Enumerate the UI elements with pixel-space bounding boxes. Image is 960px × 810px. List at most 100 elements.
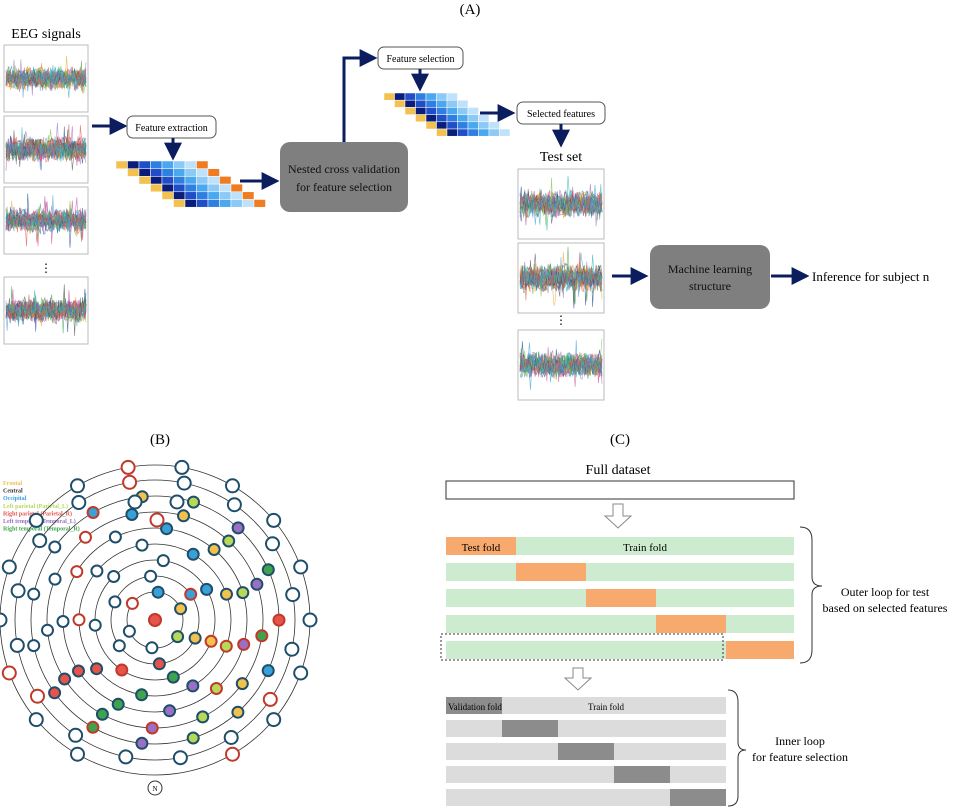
feature-cell [425, 114, 437, 123]
feature-cell [150, 168, 163, 177]
feature-cell [478, 114, 490, 123]
legend-entry: Right temporal (Temporal_R) [3, 526, 80, 533]
electrode [30, 688, 45, 704]
electrode [115, 663, 129, 677]
electrode [56, 615, 70, 628]
eeg-trace [519, 195, 603, 216]
feature-cell [457, 99, 469, 108]
panel-c-label: (C) [610, 432, 630, 448]
outer-test-segment [446, 537, 516, 555]
feature-cell [425, 107, 437, 115]
eeg-trace [519, 338, 603, 380]
feature-cell [219, 199, 232, 208]
legend-entry: Central [3, 489, 23, 495]
electrode [209, 682, 223, 695]
electrode [135, 688, 149, 702]
electrode [144, 569, 158, 583]
inner-train-fold-label: Train fold [588, 702, 624, 712]
inner-validation-segment [614, 766, 670, 783]
eeg-trace [5, 200, 87, 239]
electrode [225, 478, 240, 494]
eeg-panel [517, 168, 605, 240]
feature-cell [138, 160, 151, 169]
eeg-trace [5, 208, 87, 231]
outer-test-segment [586, 589, 656, 607]
inner-validation-segment [558, 743, 614, 760]
feature-cell [207, 183, 220, 193]
feature-cell [207, 199, 220, 208]
electrode [285, 587, 301, 603]
eeg-trace [5, 67, 87, 85]
feature-cell [425, 99, 437, 108]
feature-cell [242, 191, 255, 200]
electrode [28, 512, 44, 528]
feature-cell [415, 107, 427, 115]
electrode [48, 686, 62, 700]
feature-cell [446, 114, 458, 123]
feature-cell [184, 183, 197, 193]
feature-cell [446, 92, 458, 101]
electrode [174, 459, 190, 475]
feature-cell [173, 191, 186, 200]
electrode [261, 563, 275, 577]
outer-train-segment [446, 537, 794, 555]
electrode-center [148, 613, 162, 627]
legend-entry: Frontal [3, 481, 23, 487]
electrode [86, 720, 100, 734]
feature-cell [499, 128, 511, 137]
feature-cell [467, 128, 479, 137]
electrode [28, 712, 44, 728]
outer-loop-folds [446, 537, 794, 659]
eeg-trace [5, 213, 87, 228]
eeg-trace [5, 196, 87, 244]
electrode [219, 639, 233, 653]
eeg-trace [519, 191, 603, 217]
electrode [262, 691, 278, 707]
feature-cell [173, 199, 186, 208]
outer-test-segment [726, 641, 794, 659]
electrode [10, 583, 26, 599]
electrode [90, 662, 104, 676]
electrode [196, 710, 210, 724]
electrode [68, 727, 84, 743]
outer-train-segment [446, 615, 794, 633]
eeg-trace [5, 68, 87, 98]
hollow-arrow-outer [603, 503, 633, 529]
electrode [107, 570, 121, 583]
eeg-panel [517, 329, 605, 401]
electrode [72, 664, 85, 678]
feature-cell [436, 121, 448, 130]
inner-validation-segment [670, 789, 726, 806]
feature-cell [173, 160, 186, 169]
electrode [120, 459, 136, 475]
feature-cell [436, 128, 448, 137]
inner-validation-segment [446, 697, 502, 714]
feature-cell [230, 199, 243, 208]
feature-cell [436, 107, 448, 115]
electrode [237, 637, 251, 651]
electrode [200, 582, 214, 596]
electrode [149, 512, 165, 528]
validation-fold-label: Validation fold [448, 702, 502, 712]
electrode [118, 749, 134, 765]
electrode [135, 538, 149, 552]
eeg-panel [517, 242, 605, 314]
inference-label: Inference for subject n [812, 269, 930, 284]
electrode [108, 530, 122, 544]
outer-test-segment [516, 563, 586, 581]
feature-cell [150, 183, 163, 193]
feature-cell [457, 107, 469, 115]
feature-cell [383, 92, 395, 101]
eeg-trace [519, 354, 603, 375]
feature-cell [184, 199, 197, 208]
electrode [207, 543, 221, 556]
feature-cell [488, 128, 500, 137]
eeg-panel [3, 276, 89, 345]
eeg-panel [3, 115, 89, 184]
electrode [255, 629, 269, 643]
nested-cv-label-line2: for feature selection [296, 180, 392, 194]
feature-cell [207, 176, 220, 185]
electrode [86, 506, 100, 519]
electrode [145, 641, 159, 655]
